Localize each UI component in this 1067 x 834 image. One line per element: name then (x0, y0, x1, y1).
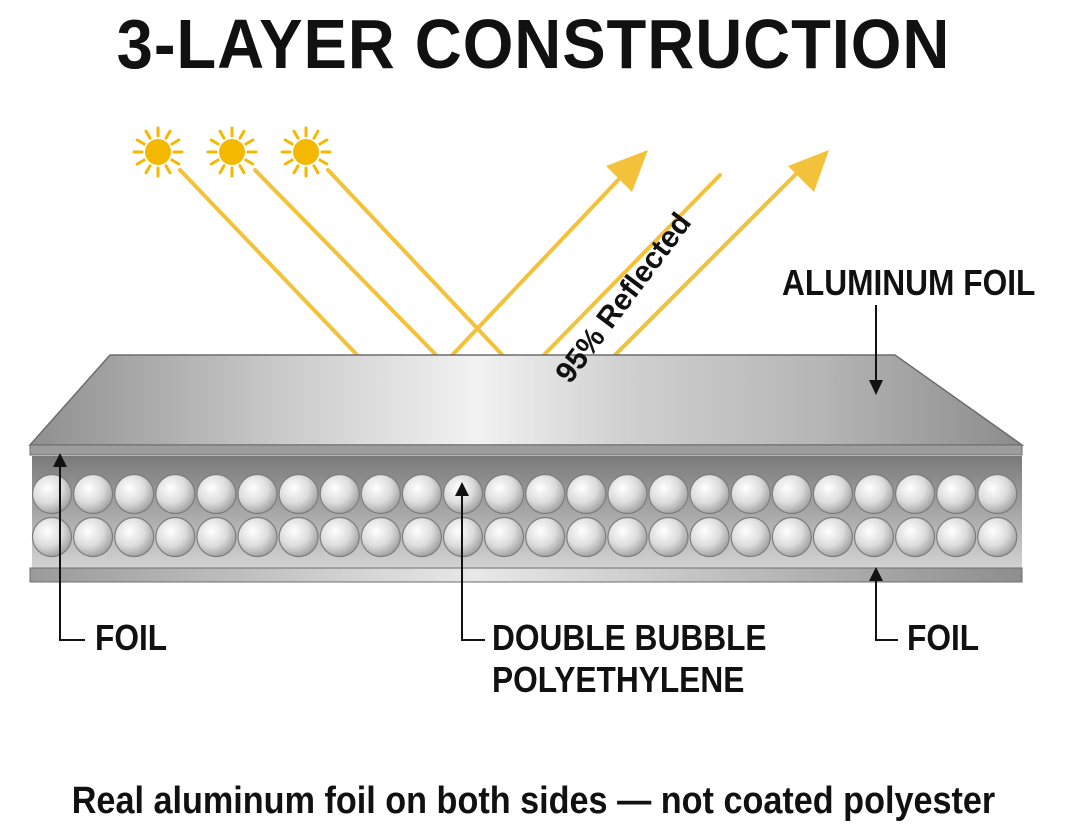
bubble (977, 516, 1018, 558)
page-title: 3-LAYER CONSTRUCTION (116, 5, 951, 83)
bubble (525, 516, 566, 558)
bubble (484, 516, 525, 558)
bubble (894, 516, 936, 558)
arrowhead-right-foil (869, 567, 883, 581)
sun-icon (280, 126, 332, 178)
sun-icon (132, 126, 184, 178)
pointer-lines (59, 305, 898, 641)
bubble (894, 473, 936, 515)
bubble (853, 473, 895, 515)
bubble (237, 473, 278, 515)
arrowhead-left-foil (53, 453, 67, 467)
bubble (31, 516, 73, 558)
bubble (689, 473, 730, 515)
bubble (853, 516, 895, 558)
bubble (936, 516, 977, 558)
arrowhead-bubble (455, 482, 469, 496)
bubble (648, 516, 689, 558)
bubble (114, 473, 155, 515)
bubble (525, 473, 566, 515)
bubble (278, 516, 319, 558)
bubble (936, 473, 977, 515)
bubble-layer (31, 456, 1022, 572)
bubble (196, 516, 237, 558)
bubble (730, 516, 771, 558)
bubble (360, 473, 401, 515)
bubble (319, 473, 360, 515)
bubble (31, 473, 73, 515)
bubble (648, 473, 689, 515)
bubble (319, 516, 360, 558)
bubble (278, 473, 319, 515)
bubble (484, 473, 525, 515)
pointer-arrowheads (53, 380, 883, 581)
bubble (771, 516, 812, 558)
right-foil-label: FOIL (907, 617, 980, 658)
bubble (607, 516, 648, 558)
bubble-label-line2: POLYETHYLENE (492, 659, 745, 700)
bubble (812, 473, 854, 515)
arrowhead-alum (869, 380, 883, 395)
bubble (155, 516, 196, 558)
sun-icon (206, 126, 258, 178)
caption: Real aluminum foil on both sides — not c… (71, 780, 996, 822)
bubble (196, 473, 237, 515)
top-foil-layer (28, 354, 1025, 456)
bubble-label-line1: DOUBLE BUBBLE (492, 617, 767, 658)
bubble (401, 473, 442, 515)
aluminum-foil-label: ALUMINUM FOIL (782, 262, 1036, 303)
bubble (771, 473, 812, 515)
bubble (237, 516, 278, 558)
ray-arrowheads (606, 150, 829, 192)
bubble (72, 473, 114, 515)
bubble (155, 473, 196, 515)
bubble (114, 516, 155, 558)
bubble (566, 473, 607, 515)
bubble (977, 473, 1018, 515)
bubble (401, 516, 442, 558)
bubble (72, 516, 114, 558)
bubble-label: DOUBLE BUBBLE POLYETHYLENE (492, 617, 767, 701)
bubble (607, 473, 648, 515)
bottom-foil-layer (29, 567, 1023, 583)
bubble (689, 516, 730, 558)
bubble (730, 473, 771, 515)
left-foil-label: FOIL (95, 617, 168, 658)
arrowhead-2 (788, 150, 829, 192)
arrowhead-1 (606, 150, 648, 192)
bubble (566, 516, 607, 558)
bubble (812, 516, 854, 558)
bubble (360, 516, 401, 558)
